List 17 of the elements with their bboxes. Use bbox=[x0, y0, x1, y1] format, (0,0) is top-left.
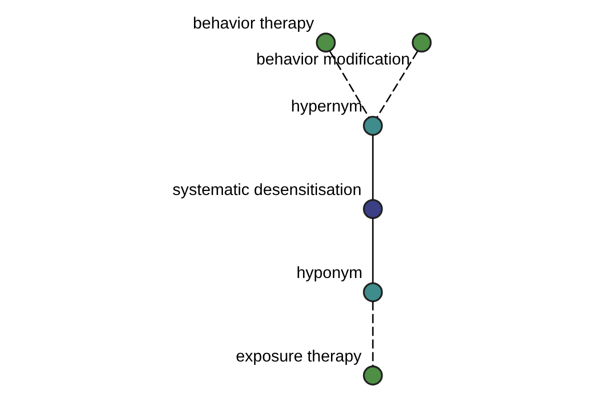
node-label: hyponym bbox=[296, 264, 362, 282]
connector bbox=[376, 50, 418, 118]
connector bbox=[328, 50, 369, 118]
node-label: exposure therapy bbox=[235, 347, 362, 366]
node-label: hypernym bbox=[290, 98, 362, 116]
node-circle bbox=[362, 116, 382, 136]
node-label: behavior therapy bbox=[192, 14, 314, 32]
node-circle bbox=[315, 32, 336, 53]
connector bbox=[372, 218, 374, 283]
node-circle bbox=[362, 366, 382, 386]
connector bbox=[372, 301, 374, 366]
connector bbox=[372, 134, 374, 200]
node-circle bbox=[362, 282, 382, 302]
node-circle bbox=[411, 32, 432, 53]
node-label: systematic desensitisation bbox=[172, 180, 362, 199]
node-label: behavior modification bbox=[256, 50, 410, 69]
node-circle bbox=[362, 199, 382, 219]
